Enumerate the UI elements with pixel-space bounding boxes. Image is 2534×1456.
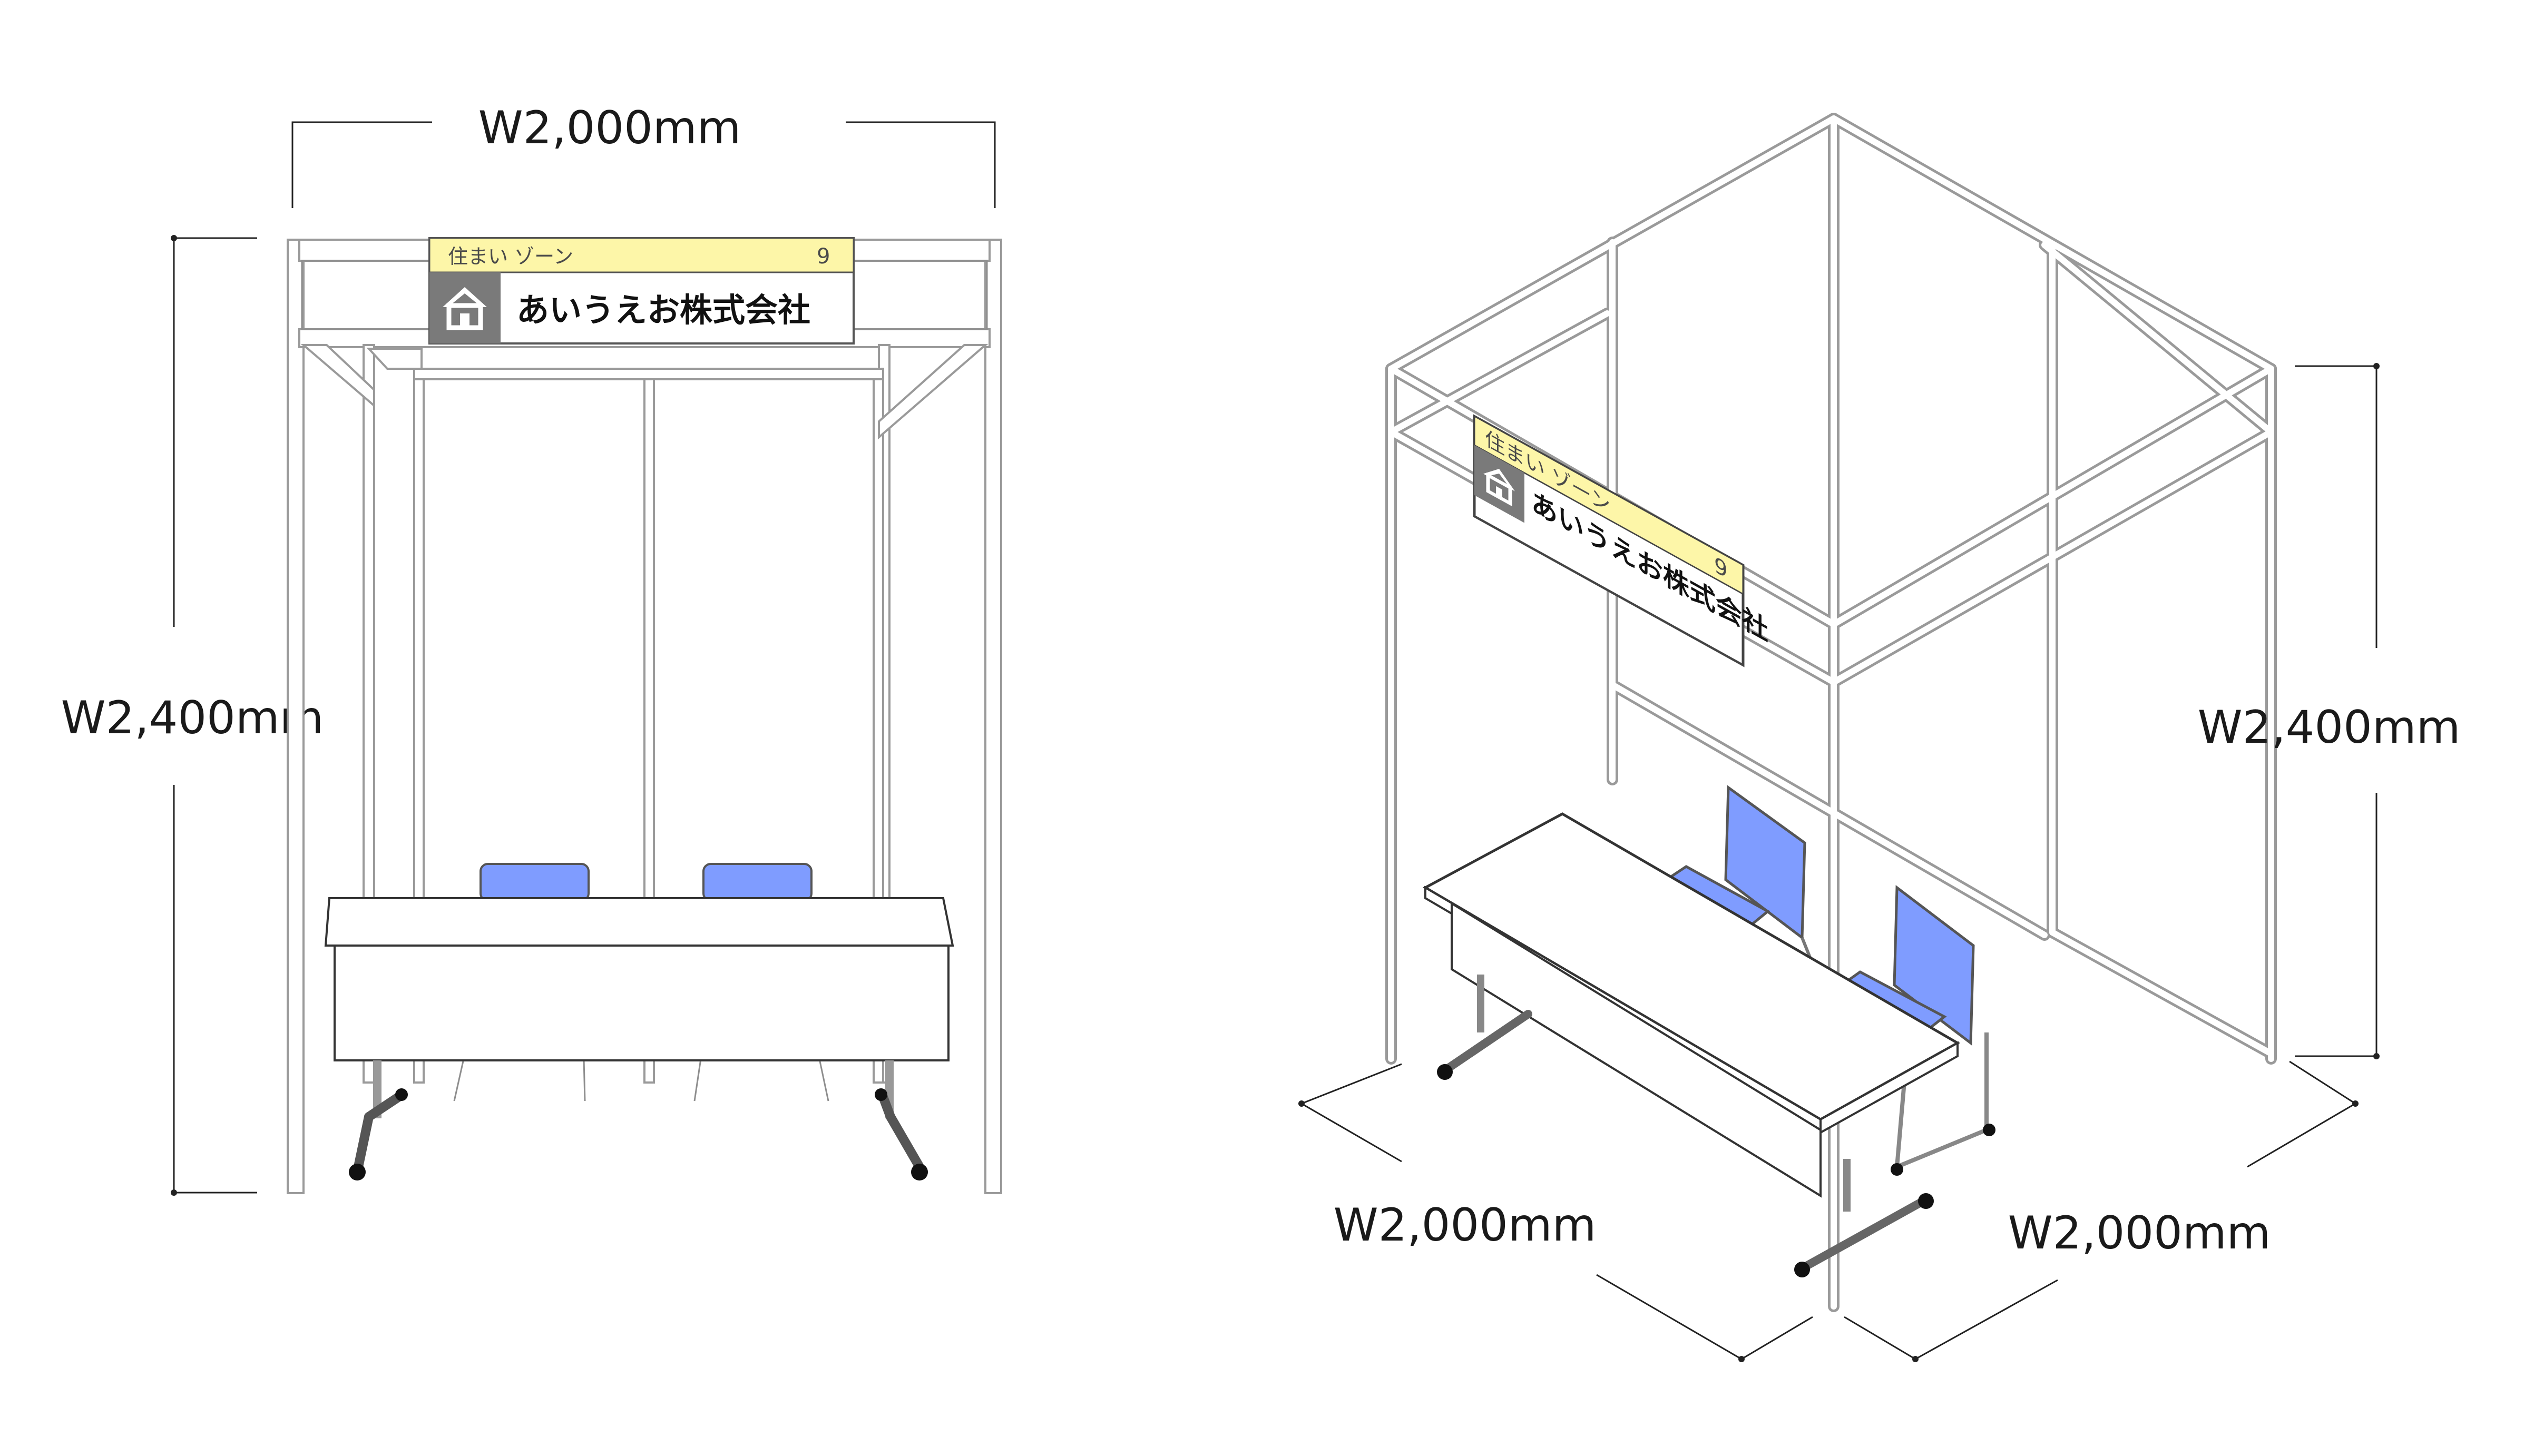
front-table bbox=[324, 897, 954, 1180]
house-icon bbox=[443, 287, 487, 330]
front-sign-number: 9 bbox=[817, 244, 830, 269]
front-width-label: W2,000mm bbox=[478, 102, 741, 154]
front-height-label: W2,400mm bbox=[61, 692, 324, 744]
front-sign-zone: 住まい ゾーン bbox=[448, 245, 573, 268]
iso-width-right-dimension: W2,000mm bbox=[1844, 1060, 2359, 1362]
iso-width-left-label: W2,000mm bbox=[1334, 1199, 1597, 1252]
iso-booth-sign: 住まい ゾーン 9 あいうえお株式会社 bbox=[1473, 414, 1768, 667]
house-icon bbox=[1483, 469, 1515, 507]
front-booth-sign: 住まい ゾーン 9 あいうえお株式会社 bbox=[428, 237, 855, 345]
front-height-dimension: W2,400mm bbox=[61, 235, 324, 1196]
iso-width-right-label: W2,000mm bbox=[2008, 1207, 2271, 1260]
front-width-dimension: W2,000mm bbox=[291, 102, 996, 208]
iso-height-label: W2,400mm bbox=[2198, 701, 2461, 754]
front-chair-right bbox=[702, 863, 813, 902]
front-chair-left bbox=[480, 863, 590, 902]
iso-view: 住まい ゾーン 9 あいうえお株式会社 bbox=[1298, 113, 2461, 1362]
iso-table bbox=[1422, 812, 1961, 1277]
iso-frame-inner bbox=[1388, 115, 2274, 1310]
front-view: W2,000mm W2,400mm bbox=[61, 102, 1002, 1196]
iso-height-dimension: W2,400mm bbox=[2198, 363, 2461, 1059]
front-sign-company: あいうえお株式会社 bbox=[516, 291, 810, 329]
iso-width-left-dimension: W2,000mm bbox=[1298, 1063, 1813, 1362]
